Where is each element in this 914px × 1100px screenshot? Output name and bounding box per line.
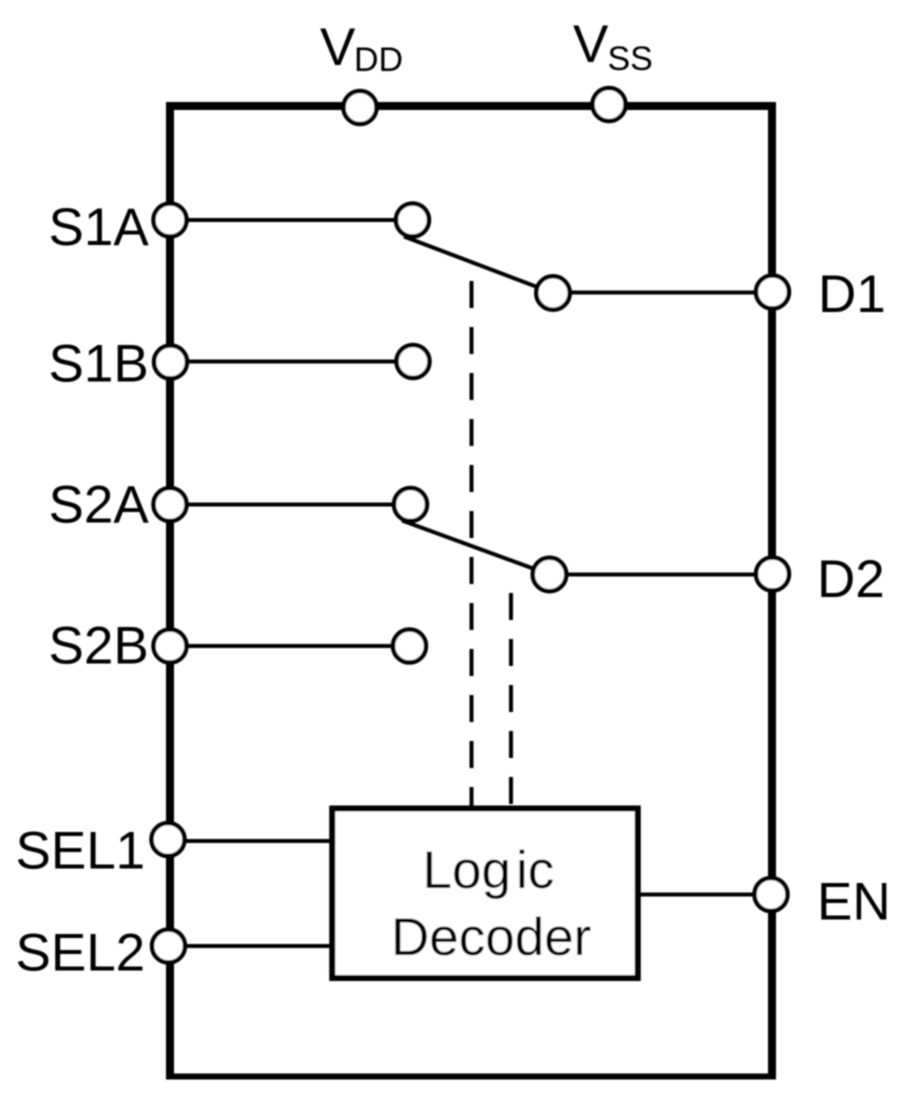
svg-text:V: V [573,15,609,74]
svg-text:SS: SS [608,40,653,78]
svg-text:S1B: S1B [49,335,149,394]
svg-text:SEL2: SEL2 [16,924,146,983]
svg-text:Logic: Logic [423,841,555,900]
svg-text:SEL1: SEL1 [16,822,146,881]
svg-text:V: V [320,18,356,77]
svg-text:Decoder: Decoder [391,908,591,967]
svg-text:D1: D1 [818,265,886,324]
svg-text:S1A: S1A [49,198,150,257]
svg-text:S2A: S2A [49,476,150,535]
svg-text:DD: DD [354,41,403,79]
svg-text:EN: EN [817,873,891,932]
svg-text:D2: D2 [817,550,885,609]
svg-text:S2B: S2B [49,617,149,676]
